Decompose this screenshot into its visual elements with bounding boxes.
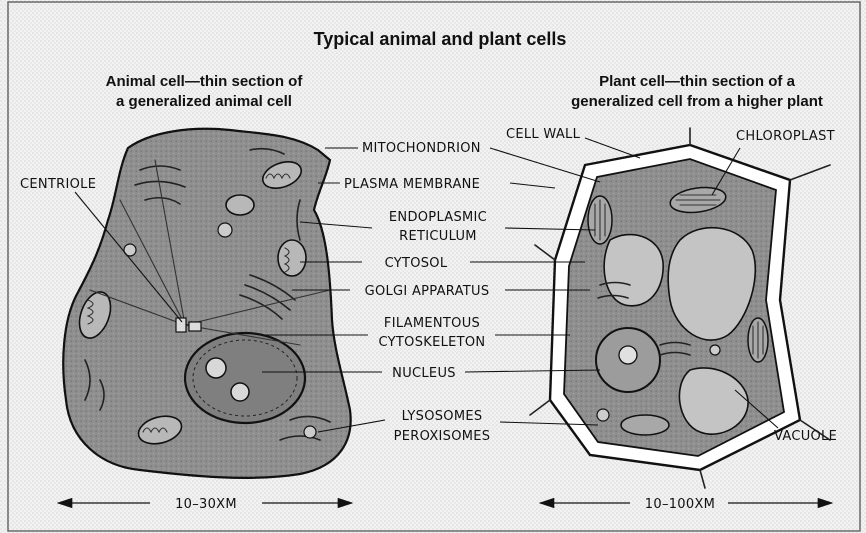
label-cytosol: CYTOSOL xyxy=(385,256,448,271)
animal-heading-line1: Animal cell—thin section of xyxy=(106,73,304,90)
label-lysosomes: LYSOSOMES xyxy=(402,409,483,424)
animal-nucleus xyxy=(185,333,305,423)
label-peroxisomes: PEROXISOMES xyxy=(394,429,491,444)
label-nucleus: NUCLEUS xyxy=(392,366,456,381)
label-chloroplast: CHLOROPLAST xyxy=(736,129,835,144)
label-centriole: CENTRIOLE xyxy=(20,177,96,192)
plant-nucleolus xyxy=(619,346,637,364)
animal-scale-label: 10–30XM xyxy=(175,497,237,512)
label-vacuole: VACUOLE xyxy=(774,429,837,444)
label-er-line2: RETICULUM xyxy=(399,229,477,244)
plant-scale-label: 10–100XM xyxy=(645,497,715,512)
animal-heading-line2: a generalized animal cell xyxy=(116,93,292,110)
label-mitochondrion: MITOCHONDRION xyxy=(362,141,481,156)
figure-title: Typical animal and plant cells xyxy=(314,29,567,49)
plant-heading-line2: generalized cell from a higher plant xyxy=(571,93,823,110)
plant-heading-line1: Plant cell—thin section of a xyxy=(599,73,796,90)
animal-nucleolus-2 xyxy=(231,383,249,401)
label-filament-line1: FILAMENTOUS xyxy=(384,316,480,331)
label-filament-line2: CYTOSKELETON xyxy=(379,335,486,350)
label-golgi-apparatus: GOLGI APPARATUS xyxy=(365,284,490,299)
label-cell-wall: CELL WALL xyxy=(506,127,581,142)
animal-nucleolus-1 xyxy=(206,358,226,378)
label-plasma-membrane: PLASMA MEMBRANE xyxy=(344,177,480,192)
label-er-line1: ENDOPLASMIC xyxy=(389,210,487,225)
